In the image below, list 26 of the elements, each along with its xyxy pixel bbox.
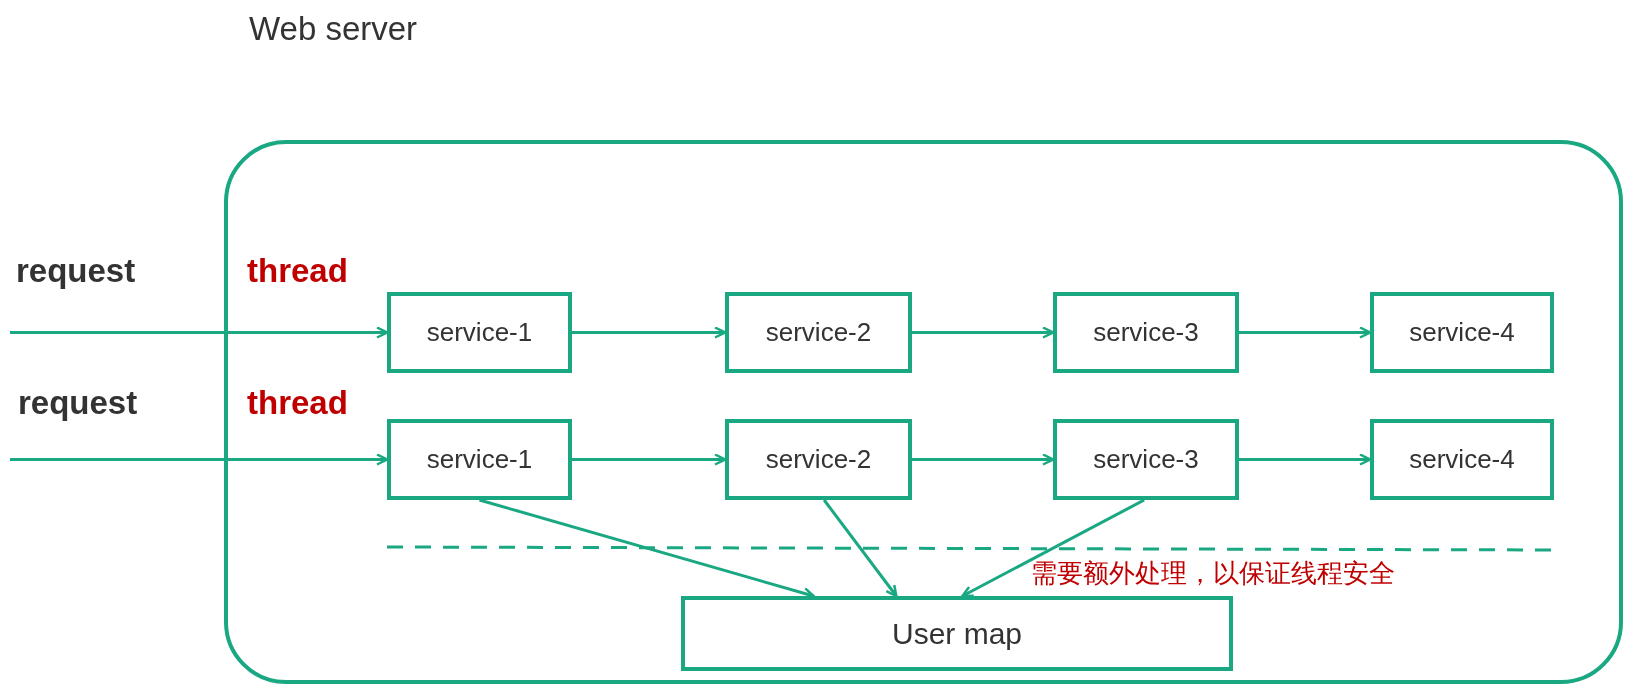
arrow xyxy=(822,499,898,598)
service-box: service-4 xyxy=(1370,419,1554,500)
arrow xyxy=(572,326,727,339)
thread-label: thread xyxy=(247,384,348,422)
service-box: service-3 xyxy=(1053,419,1239,500)
service-box: service-4 xyxy=(1370,292,1554,373)
title: Web server xyxy=(249,10,418,48)
service-box: service-1 xyxy=(387,419,572,500)
edge-label: request xyxy=(18,384,138,422)
thread-label: thread xyxy=(247,252,348,290)
arrow xyxy=(572,453,727,466)
arrow xyxy=(912,326,1055,339)
server-frame xyxy=(224,140,1623,684)
service-box: service-1 xyxy=(387,292,572,373)
arrow xyxy=(961,498,1145,598)
arrow xyxy=(912,453,1055,466)
edge-label: request xyxy=(16,252,136,290)
arrow xyxy=(10,326,389,339)
arrow xyxy=(10,453,389,466)
arrow xyxy=(1239,326,1372,339)
service-box: service-3 xyxy=(1053,292,1239,373)
service-box: service-2 xyxy=(725,419,912,500)
service-box: service-2 xyxy=(725,292,912,373)
arrow xyxy=(1239,453,1372,466)
note: 需要额外处理，以保证线程安全 xyxy=(1031,557,1395,590)
map-box: User map xyxy=(681,596,1233,671)
